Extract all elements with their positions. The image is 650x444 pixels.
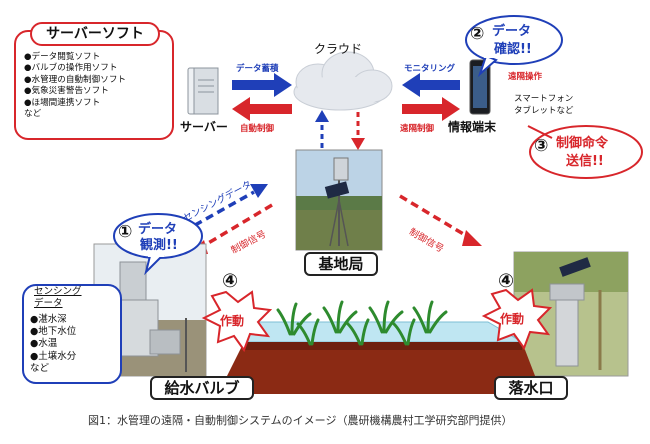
base-station-label: 基地局 xyxy=(304,252,378,276)
server-icon xyxy=(187,67,219,115)
monitoring-label: モニタリング xyxy=(404,64,456,74)
action-burst-right xyxy=(481,288,553,351)
remote-control-label: 遠隔制御 xyxy=(400,124,435,134)
bubble-step1-num: ① xyxy=(118,222,133,242)
arrow-base-to-drain xyxy=(399,194,482,246)
server-software-box xyxy=(14,30,174,140)
arrow-data-storage xyxy=(232,73,292,97)
arrow-up-sensing xyxy=(315,110,329,148)
software-item: ●バルブの操作用ソフト xyxy=(24,63,118,74)
bubble-step2 xyxy=(465,15,563,78)
smartphone-icon xyxy=(469,59,491,115)
rice-plants xyxy=(276,300,448,346)
sensing-item: ●湛水深 xyxy=(30,314,67,325)
figure-caption: 図1：水管理の遠隔・自動制御システムのイメージ（農研機構農村工学研究部門提供） xyxy=(88,414,513,427)
software-item: ●データ閲覧ソフト xyxy=(24,52,101,62)
arrow-auto-control xyxy=(232,97,292,121)
supply-valve-label: 給水バルブ xyxy=(150,376,254,400)
arrow-remote-control xyxy=(402,97,460,121)
bubble-step2-num: ② xyxy=(470,24,485,44)
step4-right-marker: ④ xyxy=(498,270,515,292)
bubble-step3 xyxy=(527,125,643,179)
server-software-title: サーバーソフト xyxy=(30,22,160,46)
auto-control-label: 自動制御 xyxy=(240,124,275,134)
arrow-down-control xyxy=(351,112,365,150)
data-storage-label: データ蓄積 xyxy=(236,64,279,74)
sensing-title-line2: データ xyxy=(34,298,63,309)
bubble-step1-line1: データ xyxy=(138,222,178,237)
server-software-list: ●データ閲覧ソフト ●バルブの操作用ソフト ●水管理の自動制御ソフト ●気象災害… xyxy=(24,52,172,120)
bubble-step3-line2: 送信!! xyxy=(566,154,604,169)
sensing-title-line1: センシング xyxy=(34,286,82,297)
bubble-step2-line1: データ xyxy=(492,24,532,39)
bubble-step1 xyxy=(113,213,203,276)
server-label: サーバー xyxy=(180,120,228,134)
smartphone-label: スマートフォン xyxy=(514,94,574,104)
action-burst-left xyxy=(201,290,273,353)
sensing-list: ●湛水深 ●地下水位 ●水温 ●土壌水分 など xyxy=(30,314,120,375)
arrow-monitoring xyxy=(402,73,460,97)
sensing-item: ●水温 xyxy=(30,338,58,350)
cloud-label: クラウド xyxy=(314,42,363,56)
software-item: など xyxy=(24,109,42,120)
bubble-step2-line2: 確認!! xyxy=(494,42,532,57)
sensing-item: ●地下水位 xyxy=(30,326,77,338)
remote-operation-label: 遠隔操作 xyxy=(508,72,543,82)
action-left-text: 作動 xyxy=(220,314,245,328)
sensing-item: など xyxy=(30,362,50,374)
sensing-data-box xyxy=(22,284,122,384)
software-item: ●ほ場間連携ソフト xyxy=(24,97,101,108)
bubble-step3-num: ③ xyxy=(534,136,549,156)
bubble-step3-line1: 制御命令 xyxy=(556,136,609,151)
cloud-icon xyxy=(293,51,393,111)
base-station-photo xyxy=(295,149,383,251)
info-terminal-label: 情報端末 xyxy=(448,120,497,134)
action-right-text: 作動 xyxy=(500,312,525,326)
tablet-label: タブレットなど xyxy=(514,106,574,116)
bubble-step1-line2: 観測!! xyxy=(140,238,178,253)
paddy-field xyxy=(218,321,542,394)
software-item: ●水管理の自動制御ソフト xyxy=(24,74,127,85)
sensing-item: ●土壌水分 xyxy=(30,350,77,362)
drain-outlet-label: 落水口 xyxy=(494,376,568,400)
software-item: ●気象災害警告ソフト xyxy=(24,86,109,97)
step4-left-marker: ④ xyxy=(222,270,239,292)
